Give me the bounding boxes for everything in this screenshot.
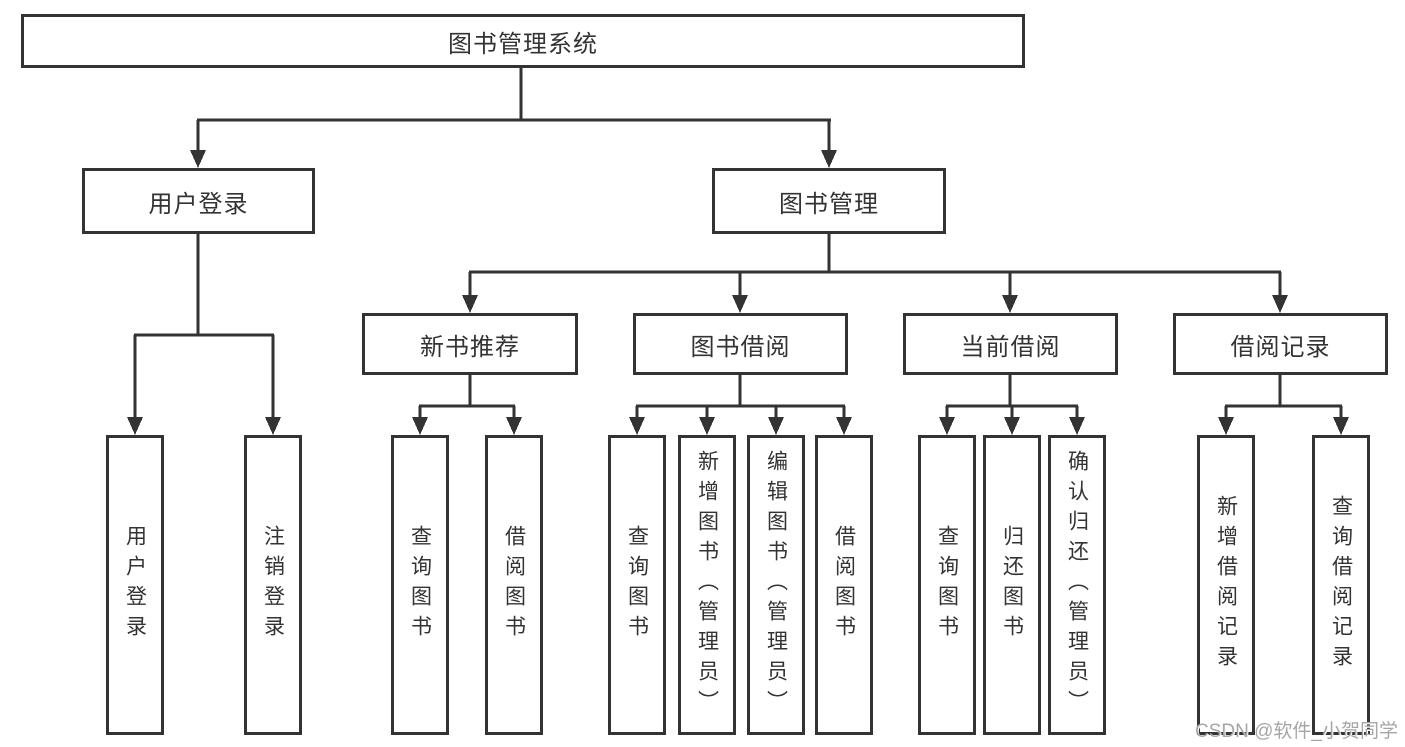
node-new-book-recommend-label: 新书推荐 — [420, 333, 520, 361]
node-new-book-recommend: 新书推荐 — [362, 313, 578, 375]
leaf-borrow-books-recommend: 借阅图书 — [485, 435, 543, 735]
leaf-query-books-recommend-label: 查询图书 — [408, 525, 432, 645]
node-book-management: 图书管理 — [712, 168, 946, 234]
leaf-add-book-admin: 新增图书（管理员） — [678, 435, 736, 735]
leaf-query-books-borrowing: 查询图书 — [608, 435, 666, 735]
node-book-borrowing-label: 图书借阅 — [690, 333, 791, 361]
leaf-add-book-admin-label: 新增图书（管理员） — [695, 450, 719, 720]
node-current-borrowing-label: 当前借阅 — [960, 333, 1061, 361]
leaf-edit-book-admin: 编辑图书（管理员） — [747, 435, 805, 735]
node-root: 图书管理系统 — [21, 14, 1025, 68]
leaf-query-books-recommend: 查询图书 — [391, 435, 449, 735]
leaf-confirm-return-admin: 确认归还（管理员） — [1048, 435, 1106, 735]
leaf-return-book: 归还图书 — [983, 435, 1041, 735]
node-borrowing-records: 借阅记录 — [1173, 313, 1388, 375]
leaf-edit-book-admin-label: 编辑图书（管理员） — [764, 450, 788, 720]
leaf-borrow-books-borrowing: 借阅图书 — [815, 435, 873, 735]
leaf-return-book-label: 归还图书 — [1000, 525, 1024, 645]
csdn-watermark: CSDN @软件_小贺同学 — [1195, 721, 1398, 742]
leaf-logout-label: 注销登录 — [261, 525, 285, 645]
leaf-query-books-borrowing-label: 查询图书 — [625, 525, 649, 645]
leaf-query-books-current-label: 查询图书 — [935, 525, 959, 645]
leaf-user-login-label: 用户登录 — [123, 525, 147, 645]
leaf-confirm-return-admin-label: 确认归还（管理员） — [1065, 450, 1089, 720]
leaf-borrow-books-borrowing-label: 借阅图书 — [832, 525, 856, 645]
node-user-login-label: 用户登录 — [148, 190, 249, 218]
leaf-query-borrow-record: 查询借阅记录 — [1312, 435, 1370, 735]
leaf-query-borrow-record-label: 查询借阅记录 — [1329, 495, 1353, 675]
node-current-borrowing: 当前借阅 — [903, 313, 1118, 375]
leaf-logout: 注销登录 — [244, 435, 302, 735]
leaf-add-borrow-record-label: 新增借阅记录 — [1214, 495, 1238, 675]
node-book-management-label: 图书管理 — [779, 190, 879, 218]
leaf-borrow-books-recommend-label: 借阅图书 — [502, 525, 526, 645]
node-root-label: 图书管理系统 — [448, 30, 598, 58]
leaf-user-login: 用户登录 — [106, 435, 164, 735]
leaf-query-books-current: 查询图书 — [918, 435, 976, 735]
node-book-borrowing: 图书借阅 — [633, 313, 848, 375]
leaf-add-borrow-record: 新增借阅记录 — [1197, 435, 1255, 735]
node-user-login: 用户登录 — [82, 168, 315, 234]
node-borrowing-records-label: 借阅记录 — [1230, 333, 1331, 361]
